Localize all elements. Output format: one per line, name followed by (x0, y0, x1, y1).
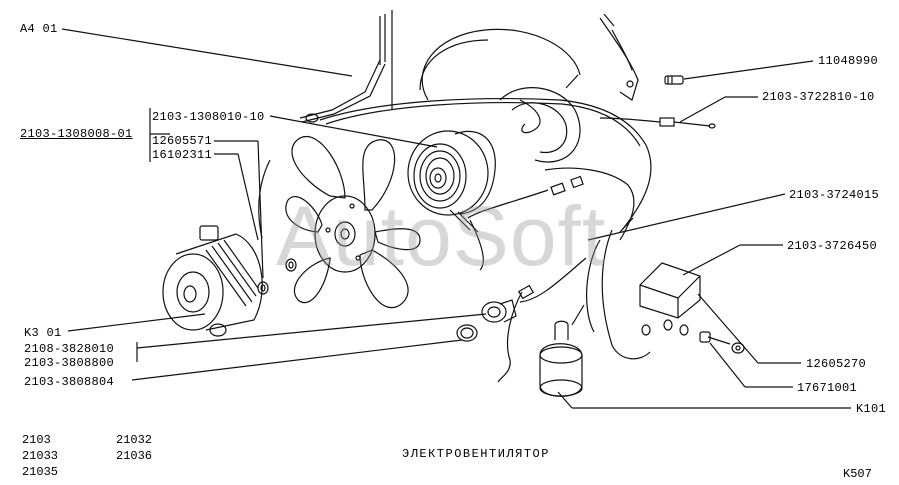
label-2103-3808804: 2103-3808804 (24, 375, 115, 389)
relay (639, 262, 701, 319)
model-code: 21032 (116, 433, 153, 447)
label-k101: K101 (856, 402, 887, 416)
label-2108-3828010: 2108-3828010 (24, 342, 115, 356)
label-11048990: 11048990 (818, 54, 879, 68)
wiring-harness (258, 98, 661, 383)
label-12605270: 12605270 (806, 357, 867, 371)
frame-bracket (299, 10, 393, 123)
label-2103-1308008-01: 2103-1308008-01 (20, 127, 133, 141)
connectors (517, 117, 716, 336)
thermal-switch (481, 299, 517, 323)
label-17671001: 17671001 (797, 381, 858, 395)
watermark: AutoSoft (276, 189, 607, 283)
fan-impeller (285, 135, 421, 309)
fan-shroud (419, 13, 639, 163)
label-2103-3726450: 2103-3726450 (787, 239, 878, 253)
relay-fasteners (699, 331, 745, 354)
model-code: 21036 (116, 449, 153, 463)
label-2103-3722810-10: 2103-3722810-10 (762, 90, 875, 104)
label-16102311: 16102311 (152, 148, 213, 162)
label-2103-3724015: 2103-3724015 (789, 188, 880, 202)
model-code: 21033 (22, 449, 59, 463)
label-12605571: 12605571 (152, 134, 213, 148)
label-k3-01: K3 01 (24, 326, 62, 340)
page-id: K507 (843, 467, 872, 481)
models-column-1: 2103 21033 21035 (22, 432, 58, 480)
label-2103-1308010-10: 2103-1308010-10 (152, 110, 265, 124)
diagram-title: ЭЛЕКТРОВЕНТИЛЯТОР (402, 447, 550, 461)
models-column-2: 21032 21036 (116, 432, 152, 464)
leader-lines (61, 28, 851, 409)
model-code: 21035 (22, 465, 59, 479)
label-2103-3808800: 2103-3808800 (24, 356, 115, 370)
model-code: 2103 (22, 433, 51, 447)
bolt (664, 75, 684, 85)
coil (539, 304, 585, 397)
sealing-washer (456, 324, 478, 342)
label-a4-01: A4 01 (20, 22, 58, 36)
generator (162, 225, 297, 337)
